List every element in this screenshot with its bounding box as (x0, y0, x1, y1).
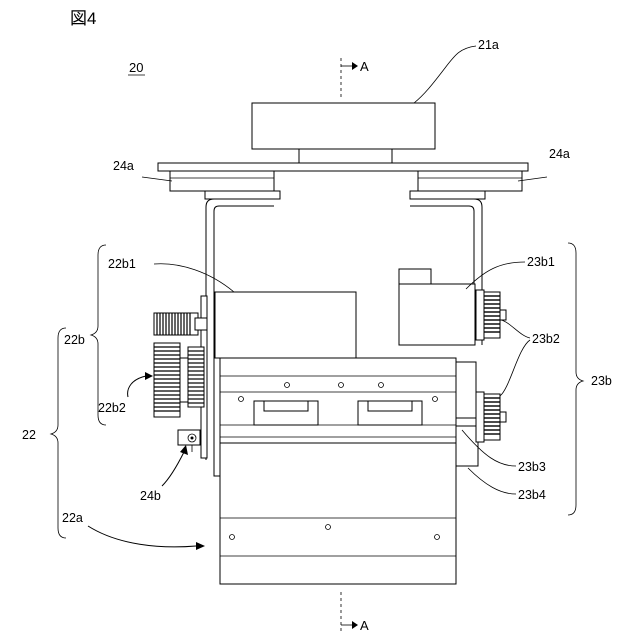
brace-22b (91, 245, 106, 425)
gear-22b-upper (154, 313, 207, 335)
section-line-top (341, 58, 358, 98)
brace-22 (51, 328, 66, 538)
label-22b2: 22b2 (98, 401, 126, 415)
label-22b1: 22b1 (108, 257, 136, 271)
gear-22b2-lower (154, 343, 204, 417)
label-23b2: 23b2 (532, 332, 560, 346)
figure-title: 図4 (70, 9, 96, 28)
pulley-23b2-upper (476, 290, 506, 340)
label-21a: 21a (478, 38, 499, 52)
label-23b4: 23b4 (518, 488, 546, 502)
part-22a-block (220, 443, 456, 584)
label-22b: 22b (64, 333, 85, 347)
label-24a-left: 24a (113, 159, 134, 173)
label-22: 22 (22, 428, 36, 442)
section-label-bottom: A (360, 618, 369, 633)
part-24b-fixture (178, 430, 200, 452)
mount-24a-right (410, 171, 522, 199)
brace-23b (568, 243, 583, 515)
arrow-24b (162, 445, 188, 486)
label-24a-right: 24a (549, 147, 570, 161)
part-23b1-box (399, 269, 475, 345)
mount-24a-left (170, 171, 280, 199)
ref-main-20: 20 (129, 60, 143, 75)
top-plate (158, 163, 528, 171)
pulley-23b2-lower (476, 392, 506, 442)
label-23b1: 23b1 (527, 255, 555, 269)
part-21a-block (252, 103, 435, 163)
label-24b: 24b (140, 489, 161, 503)
arrow-22a (88, 526, 205, 550)
arrow-22b2 (128, 372, 153, 397)
section-label-top: A (360, 59, 369, 74)
label-23b: 23b (591, 374, 612, 388)
section-line-bottom (341, 592, 358, 632)
label-23b3: 23b3 (518, 460, 546, 474)
part-22b1-box (215, 292, 356, 358)
label-22a: 22a (62, 511, 83, 525)
